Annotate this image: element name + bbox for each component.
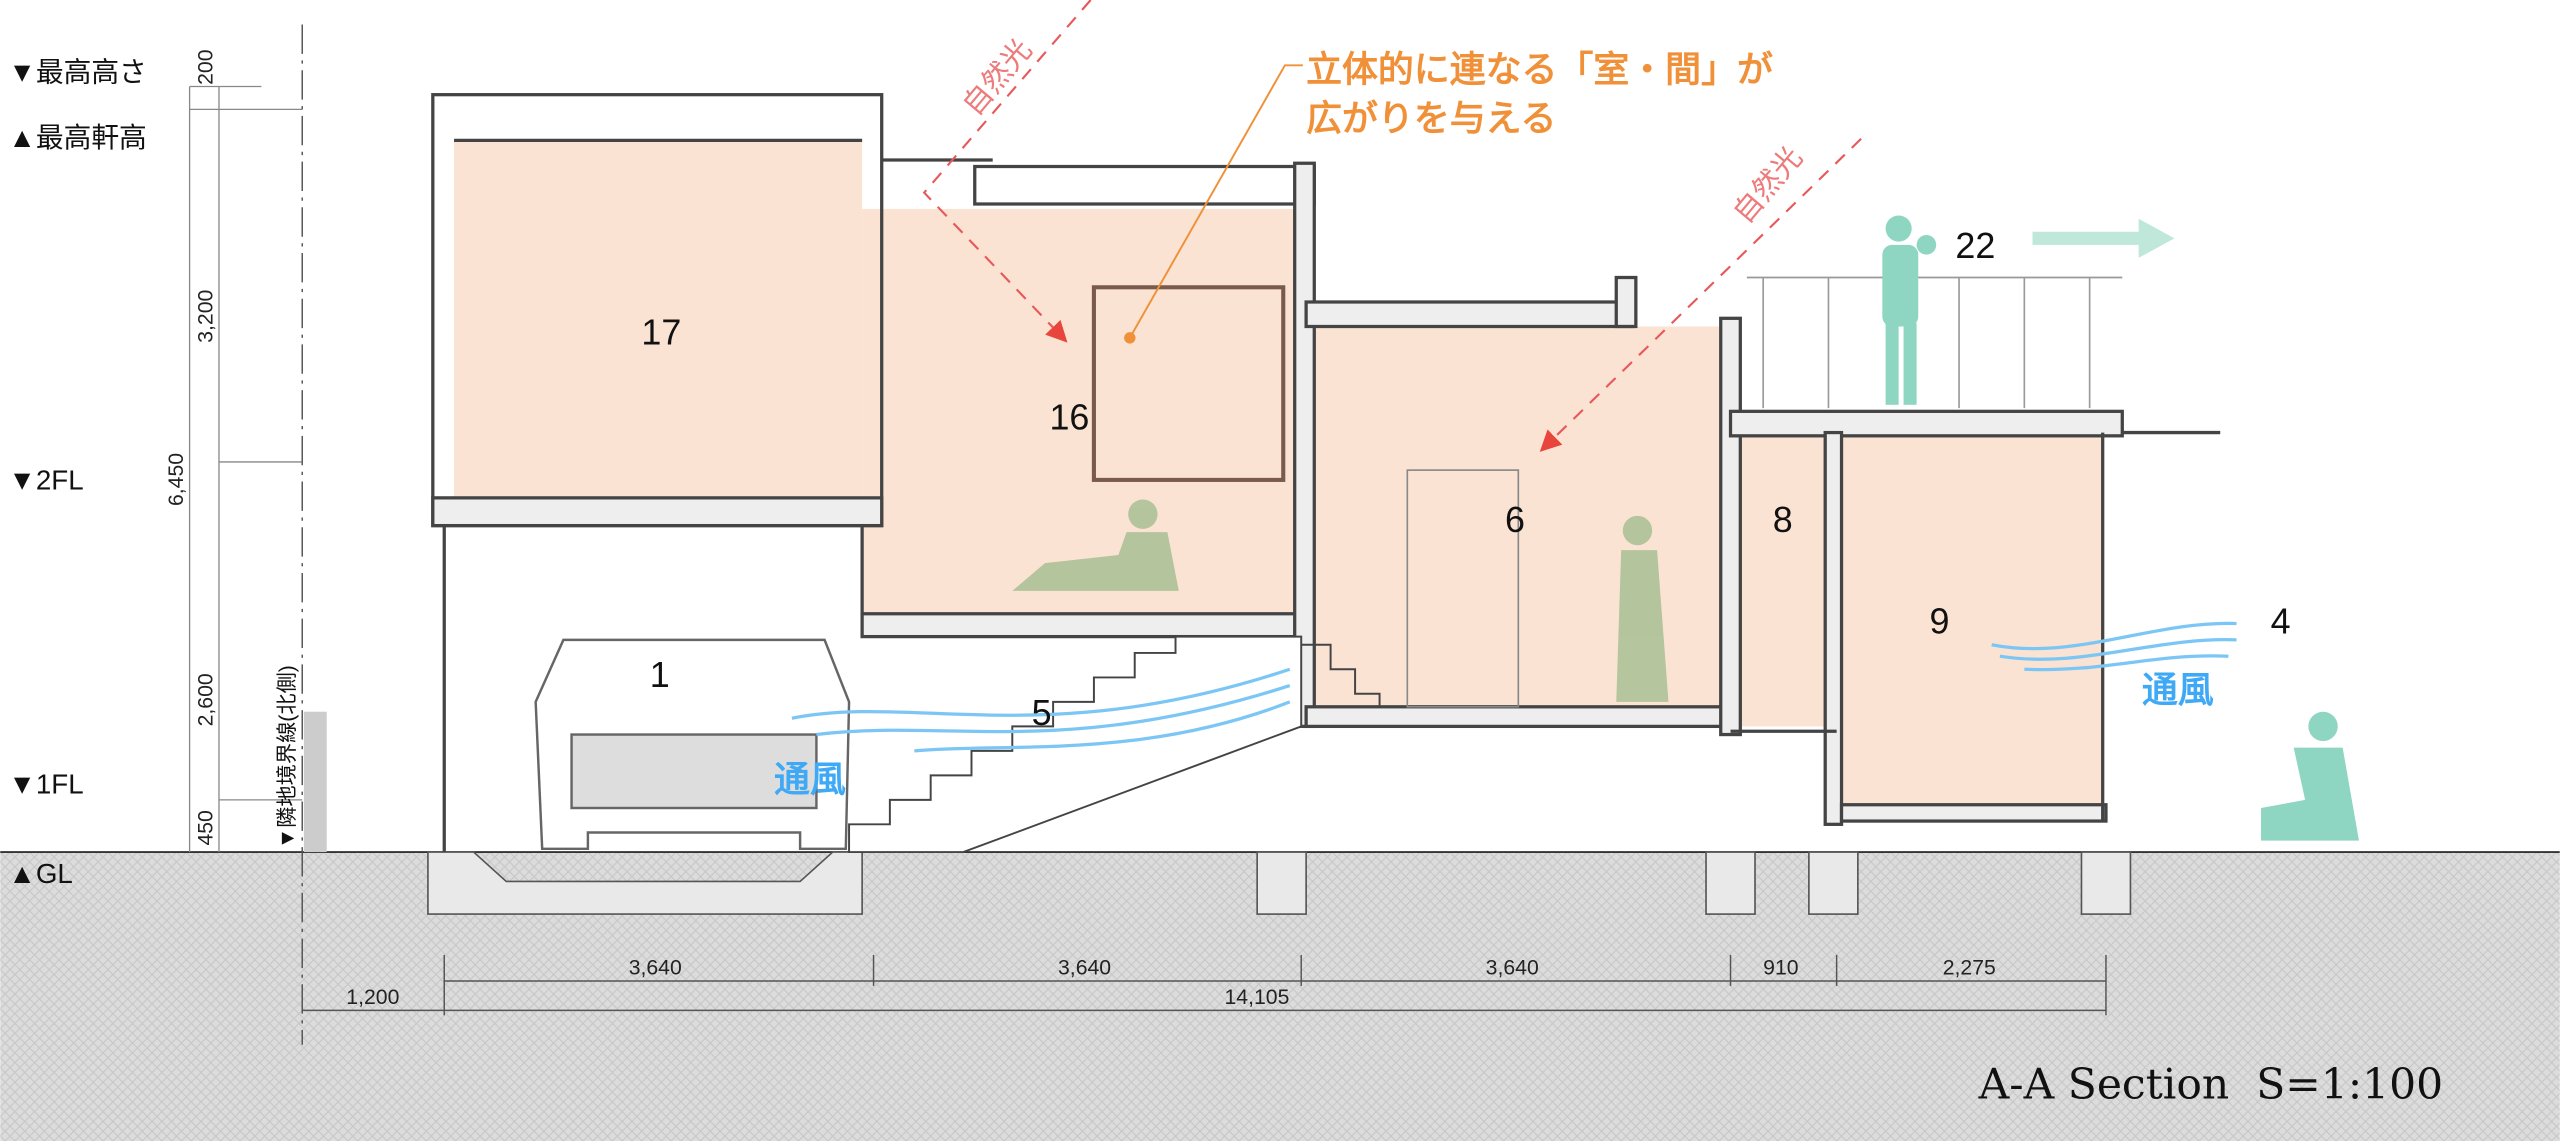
room-22: 22	[1955, 225, 1995, 266]
foundations	[427, 851, 2132, 915]
room-8: 8	[1773, 499, 1793, 540]
dim-3200: 3,200	[194, 290, 217, 343]
boundary-fence	[303, 711, 327, 853]
dim-offset: 1,200	[346, 986, 399, 1009]
room-5: 5	[1032, 692, 1052, 733]
level-2fl: ▼2FL	[8, 465, 83, 496]
wind-label: 通風	[2142, 669, 2214, 710]
boundary-label: ▼隣地境界線(北側)	[275, 665, 299, 849]
dim-200: 200	[194, 49, 217, 84]
room-17: 17	[641, 311, 681, 352]
dim-2600: 2,600	[194, 673, 217, 726]
natural-light-label: 自然光	[1727, 141, 1809, 230]
structure	[431, 93, 2221, 853]
room-6: 6	[1505, 499, 1525, 540]
natural-light-rays	[922, 0, 1862, 452]
door	[1406, 469, 1520, 708]
interior-stair	[1301, 643, 1381, 707]
dim-450: 450	[194, 810, 217, 845]
dim-span-3: 3,640	[1486, 957, 1539, 980]
dim-span-1: 3,640	[629, 957, 682, 980]
drawing-title: A-A Section S=1:100	[1978, 1061, 2444, 1110]
room-9: 9	[1929, 600, 1949, 641]
room-16: 16	[1049, 396, 1089, 437]
level-gl: ▲GL	[8, 858, 72, 889]
horizontal-dimension-lines	[302, 954, 2107, 1016]
dim-span-5: 2,275	[1943, 957, 1996, 980]
annotation-line2: 広がりを与える	[1306, 98, 1556, 139]
annotation-leader	[1128, 64, 1303, 339]
dim-span-2: 3,640	[1058, 957, 1111, 980]
box-window-16	[1091, 285, 1286, 482]
room-1: 1	[650, 654, 670, 695]
wind-label: 通風	[774, 759, 846, 800]
dim-total: 14,105	[1225, 986, 1290, 1009]
level-1fl: ▼1FL	[8, 768, 83, 799]
level-max-height: ▼最高高さ	[8, 57, 146, 88]
level-max-eave: ▲最高軒高	[8, 122, 146, 153]
annotation-line1: 立体的に連なる「室・間」が	[1306, 49, 1773, 90]
wind-lines	[791, 621, 2237, 753]
balcony-railing	[1746, 276, 2123, 409]
dim-span-4: 910	[1763, 957, 1798, 980]
car-illustration	[534, 638, 851, 851]
annotation-dot	[1124, 332, 1136, 344]
people-figures	[1882, 215, 2359, 841]
dim-6450: 6,450	[165, 453, 188, 506]
vertical-dimension-lines	[188, 85, 303, 853]
room-4: 4	[2271, 600, 2291, 641]
people-figures-interior	[1012, 499, 1669, 702]
green-arrow-icon	[2032, 218, 2175, 258]
